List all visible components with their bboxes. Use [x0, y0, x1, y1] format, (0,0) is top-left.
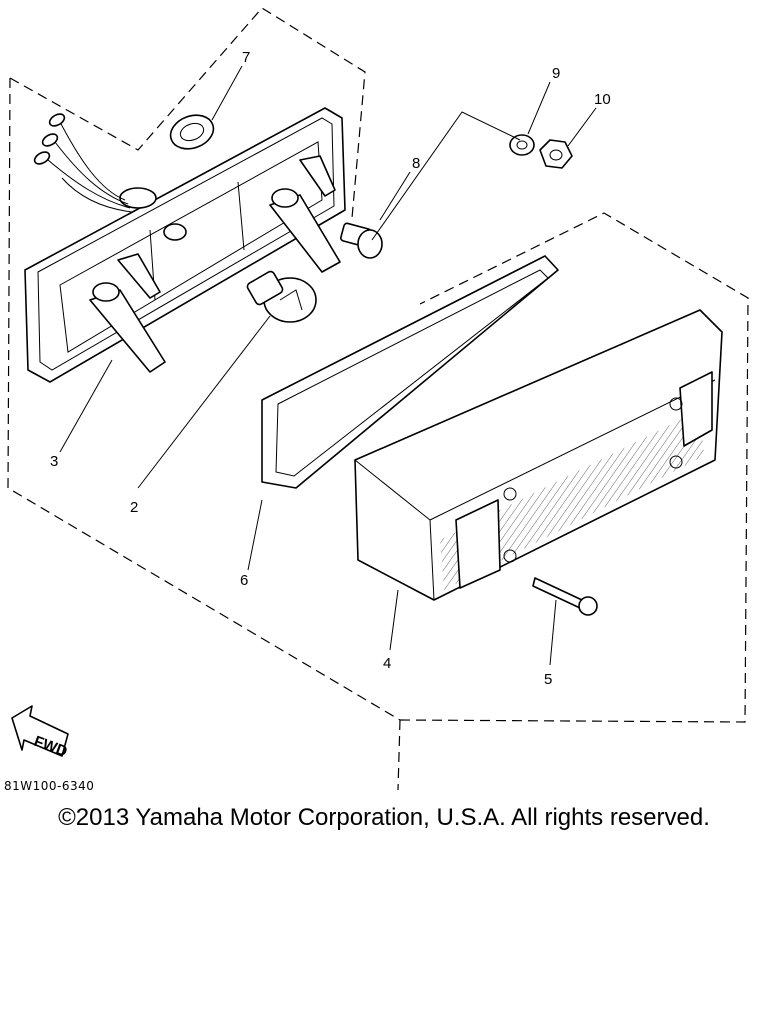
callout-3: 3 [50, 453, 58, 470]
callout-7: 7 [242, 49, 250, 66]
wiring-harness [33, 113, 133, 213]
leader-lines [59, 65, 597, 666]
diagram-code: 81W100-6340 [4, 779, 94, 793]
screw [532, 577, 598, 616]
forward-arrow-icon: FWD [11, 705, 70, 760]
collar [340, 222, 383, 259]
callout-5: 5 [544, 671, 552, 688]
gasket [261, 255, 559, 489]
callout-6: 6 [240, 572, 248, 589]
taillight-base-housing [24, 107, 346, 383]
nut [539, 139, 573, 169]
bulb [246, 270, 317, 323]
callout-10: 10 [594, 91, 611, 108]
callout-9: 9 [552, 65, 560, 82]
assembly-boundary [7, 7, 749, 791]
callout-4: 4 [383, 655, 391, 672]
callout-8: 8 [412, 155, 420, 172]
grommet [169, 114, 215, 150]
callout-numbers: 2 3 4 5 6 7 8 9 10 [50, 49, 611, 688]
copyright-notice: ©2013 Yamaha Motor Corporation, U.S.A. A… [58, 804, 710, 831]
callout-2: 2 [130, 499, 138, 516]
lens [354, 309, 723, 601]
washer [509, 134, 535, 156]
exploded-parts-diagram: FWD 2 3 4 5 6 7 8 9 10 81W100-6340 [4, 7, 749, 793]
